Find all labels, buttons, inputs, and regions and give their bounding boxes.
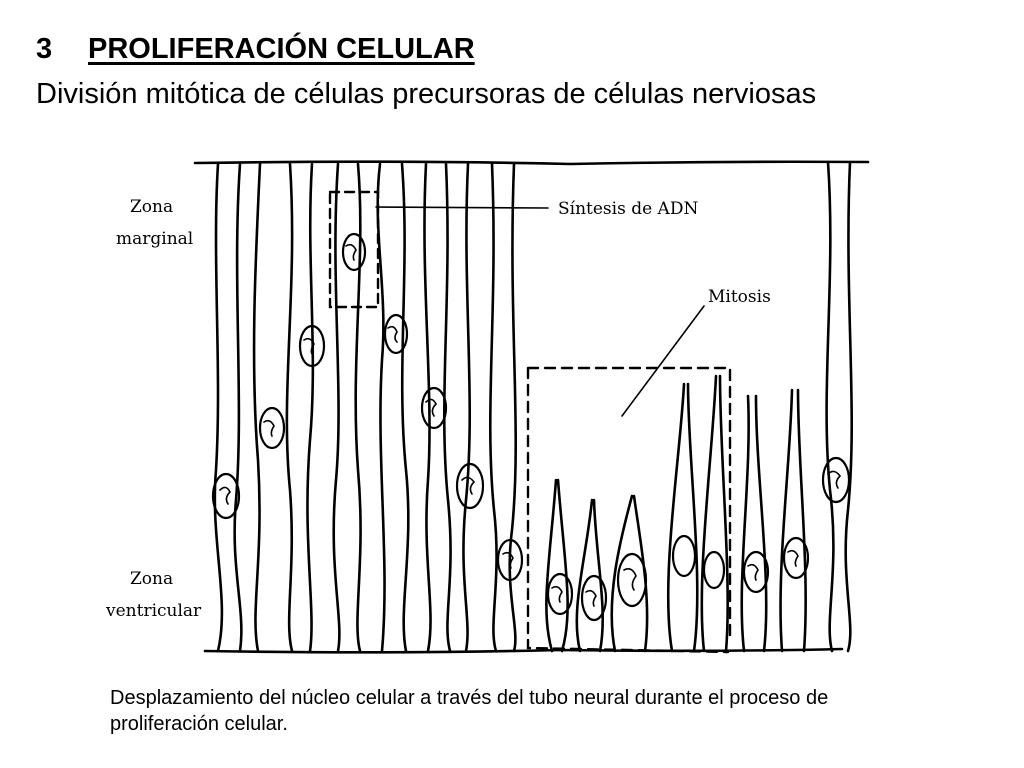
dna-pointer-line xyxy=(375,206,549,209)
mitotic-cell xyxy=(610,494,649,653)
nucleus xyxy=(341,232,367,272)
cell-fiber xyxy=(233,162,243,653)
nucleus xyxy=(383,313,409,355)
zone-ventricular-label-2: ventricular xyxy=(105,601,202,621)
figure-caption: Desplazamiento del núcleo celular a trav… xyxy=(110,687,829,735)
nuclei-group xyxy=(211,232,851,622)
mitotic-cell xyxy=(575,498,605,653)
cell-fiber xyxy=(844,160,854,653)
mitosis-box xyxy=(526,366,732,654)
dna-synthesis-box xyxy=(328,190,380,309)
cell-fiber xyxy=(376,162,386,653)
mitosis-label: Mitosis xyxy=(708,287,771,307)
mitotic-cell xyxy=(666,382,699,653)
bottom-boundary-line xyxy=(203,647,844,654)
neural-tube-diagram: Zona marginal Zona ventricular Síntesis … xyxy=(105,160,870,654)
nucleus xyxy=(782,536,810,580)
cell-fiber xyxy=(508,162,518,653)
cell-fiber xyxy=(332,162,341,653)
nucleus xyxy=(496,538,524,582)
cell-fiber xyxy=(252,162,262,653)
cell-fiber xyxy=(354,162,362,653)
cell-fiber xyxy=(423,162,432,653)
nucleus xyxy=(616,552,648,608)
cell-fiber xyxy=(825,160,835,653)
nucleus xyxy=(580,574,608,622)
mitosis-pointer-line xyxy=(621,305,705,417)
cell-fiber xyxy=(462,162,472,653)
mitotic-cell xyxy=(545,478,569,653)
nucleus xyxy=(258,406,286,450)
nucleus xyxy=(455,462,485,510)
cell-fiber xyxy=(213,162,224,653)
zone-ventricular-label-1: Zona xyxy=(130,569,173,589)
cell-fiber xyxy=(285,162,294,653)
nucleus xyxy=(821,456,851,504)
mitotic-cell xyxy=(740,394,768,653)
cell-fiber xyxy=(400,162,410,653)
slide-number: 3 xyxy=(36,33,53,65)
nucleus xyxy=(671,534,697,578)
cell-fiber xyxy=(442,162,452,653)
nucleus xyxy=(211,472,241,520)
nucleus xyxy=(298,324,326,368)
zone-marginal-label-2: marginal xyxy=(116,229,193,249)
slide-title-text: PROLIFERACIÓN CELULAR xyxy=(88,33,475,65)
mitotic-cell xyxy=(779,388,807,653)
zone-marginal-label-1: Zona xyxy=(130,197,173,217)
chromatin-group xyxy=(219,243,842,607)
slide-subtitle: División mitótica de células precursoras… xyxy=(36,78,817,110)
nucleus xyxy=(420,386,448,430)
nucleus xyxy=(546,572,574,616)
cell-fiber xyxy=(306,162,315,653)
cell-fiber xyxy=(488,162,498,653)
slide-title: 3 PROLIFERACIÓN CELULAR xyxy=(36,30,475,68)
nucleus xyxy=(742,550,770,594)
nucleus xyxy=(702,550,726,590)
top-boundary-line xyxy=(193,160,870,166)
mitotic-cell xyxy=(700,374,729,653)
dna-synthesis-label: Síntesis de ADN xyxy=(558,199,698,219)
